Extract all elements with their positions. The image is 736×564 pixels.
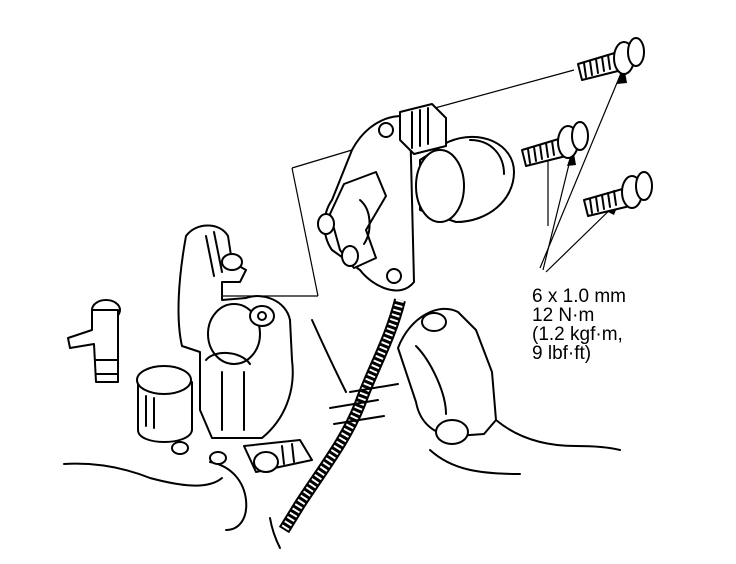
bolt-middle xyxy=(521,121,589,167)
idle-air-control-valve xyxy=(317,103,515,292)
bolt-size-text: 6 x 1.0 mm xyxy=(532,286,626,307)
mounting-post xyxy=(67,299,121,383)
sensor-cap xyxy=(136,365,193,443)
torque-nm-text: 12 N·m xyxy=(532,305,595,326)
engine-bracket xyxy=(397,307,497,445)
torque-kgfm-text: (1.2 kgf·m, xyxy=(532,324,623,345)
torque-spec-label: 6 x 1.0 mm 12 N·m (1.2 kgf·m, 9 lbf·ft) xyxy=(532,287,626,363)
harness-connector xyxy=(243,439,313,473)
throttle-body xyxy=(177,224,294,439)
torque-lbfft-text: 9 lbf·ft) xyxy=(532,343,592,364)
bolt-upper xyxy=(577,37,645,81)
bolt-lower xyxy=(583,171,653,217)
intake-manifold-base xyxy=(63,319,621,549)
wire-harness xyxy=(278,298,406,534)
leader-lines xyxy=(539,65,627,273)
